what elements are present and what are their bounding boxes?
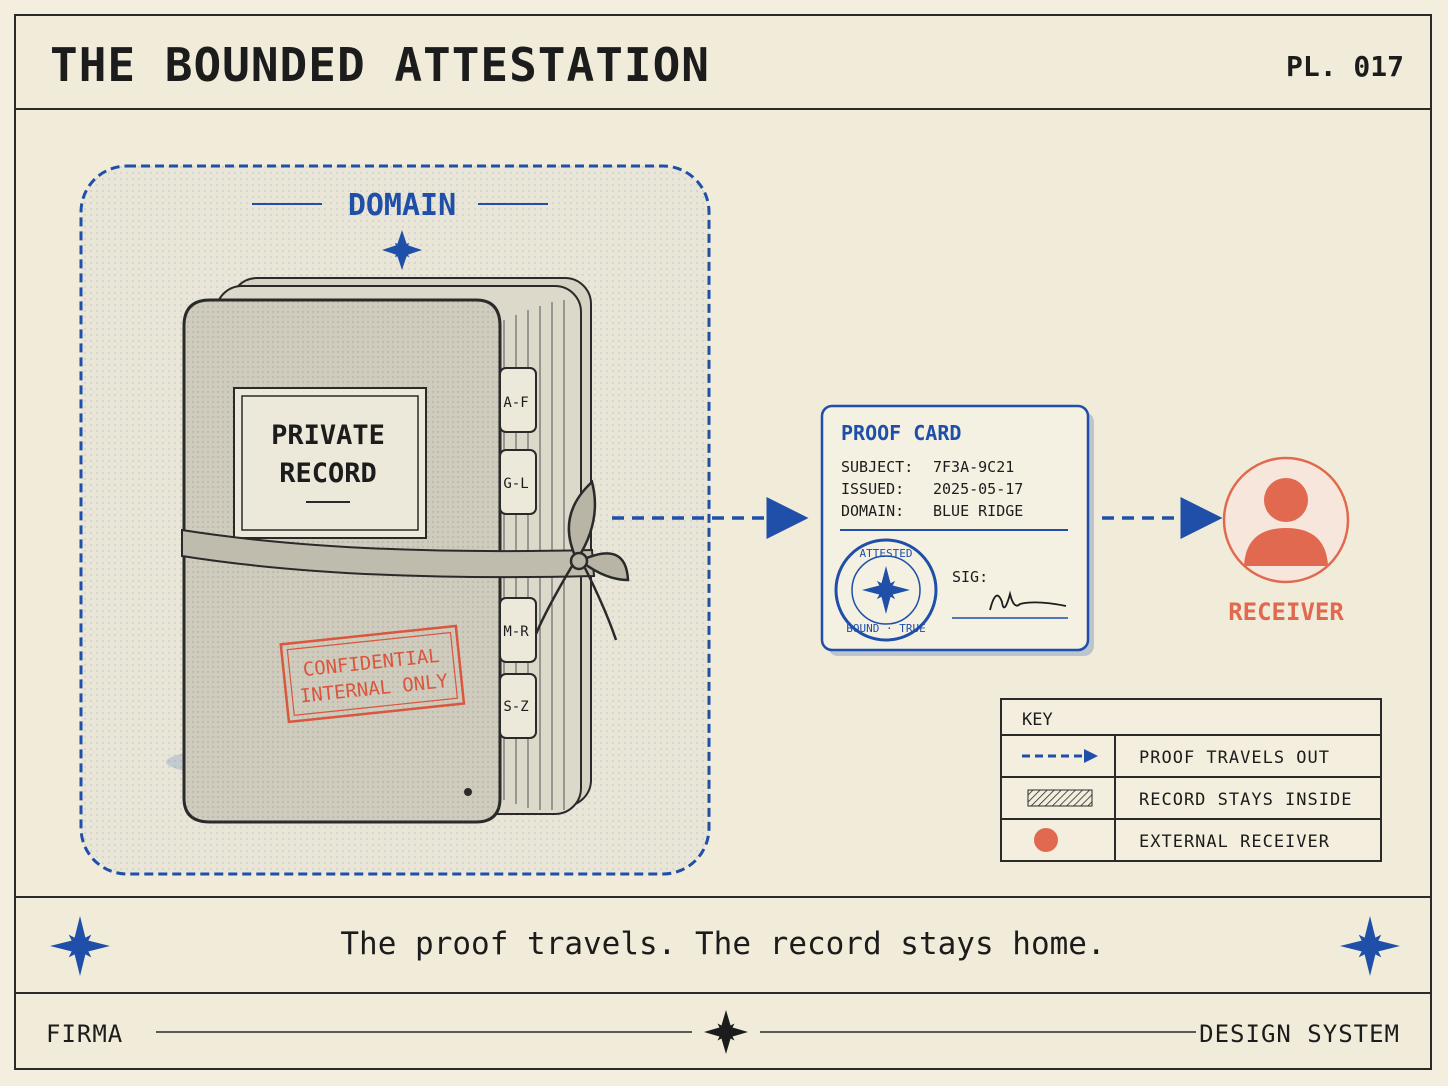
attested-seal: ATTESTED BOUND · TRUE (834, 538, 938, 642)
caption-band: The proof travels. The record stays home… (16, 896, 1430, 994)
field-subject-value: 7F3A-9C21 (933, 458, 1014, 476)
tab-a-f: A-F (499, 367, 537, 433)
red-dot-icon (1002, 820, 1116, 862)
proof-card-title: PROOF CARD (841, 421, 961, 445)
tab-s-z: S-Z (499, 673, 537, 739)
private-record-binder: PRIVATE RECORD A-F G-L M-R (166, 277, 630, 824)
footer: FIRMA DESIGN SYSTEM (16, 994, 1430, 1070)
field-domain-key: DOMAIN: (841, 502, 904, 520)
footer-system: DESIGN SYSTEM (1199, 1020, 1400, 1048)
right-star-icon (1340, 916, 1400, 976)
dashed-arrow-icon (1002, 736, 1116, 776)
record-title-line2: RECORD (279, 458, 377, 489)
domain-label: DOMAIN (348, 188, 456, 223)
footer-brand: FIRMA (46, 1020, 124, 1048)
legend-row-receiver: EXTERNAL RECEIVER (1002, 820, 1380, 862)
footer-star-icon (704, 1010, 748, 1054)
tab-m-r: M-R (499, 597, 537, 663)
diagram-canvas: DOMAIN (79, 164, 1350, 876)
proof-card: PROOF CARD SUBJECT: 7F3A-9C21 ISSUED: 20… (820, 404, 1094, 656)
svg-text:S-Z: S-Z (503, 699, 528, 715)
receiver-label: RECEIVER (1228, 598, 1344, 626)
ribbon-bow-icon (534, 479, 630, 641)
legend-row-proof: PROOF TRAVELS OUT (1002, 736, 1380, 778)
field-issued-key: ISSUED: (841, 480, 904, 498)
seal-bottom-text: BOUND · TRUE (846, 622, 925, 635)
plate-frame: THE BOUNDED ATTESTATION PL. 017 (14, 14, 1432, 1070)
legend-row-record: RECORD STAYS INSIDE (1002, 778, 1380, 820)
hatched-bar-icon (1002, 778, 1116, 818)
receiver-icon (1222, 456, 1350, 584)
svg-text:A-F: A-F (503, 395, 528, 411)
page-title: THE BOUNDED ATTESTATION (50, 38, 710, 92)
domain-star-icon (382, 230, 422, 270)
sig-label: SIG: (952, 568, 988, 586)
record-title-line1: PRIVATE (271, 420, 385, 451)
diagram-stage: DOMAIN (16, 110, 1430, 894)
footer-decor (156, 1010, 1196, 1054)
svg-text:G-L: G-L (503, 476, 528, 492)
signature-scribble (989, 590, 1067, 611)
legend-key: KEY PROOF TRAVELS OUT (1000, 698, 1382, 862)
field-issued-value: 2025-05-17 (933, 480, 1023, 498)
compass-star-icon (862, 566, 910, 614)
legend-title: KEY (1002, 700, 1380, 736)
tab-g-l: G-L (499, 449, 537, 515)
header: THE BOUNDED ATTESTATION PL. 017 (16, 16, 1430, 110)
field-subject-key: SUBJECT: (841, 458, 913, 476)
caption-text: The proof travels. The record stays home… (340, 926, 1106, 962)
svg-text:M-R: M-R (503, 624, 529, 640)
left-star-icon (50, 916, 110, 976)
caption-decor (50, 916, 1400, 976)
field-domain-value: BLUE RIDGE (933, 502, 1023, 520)
plate-number: PL. 017 (1285, 50, 1404, 83)
seal-top-text: ATTESTED (860, 547, 913, 560)
